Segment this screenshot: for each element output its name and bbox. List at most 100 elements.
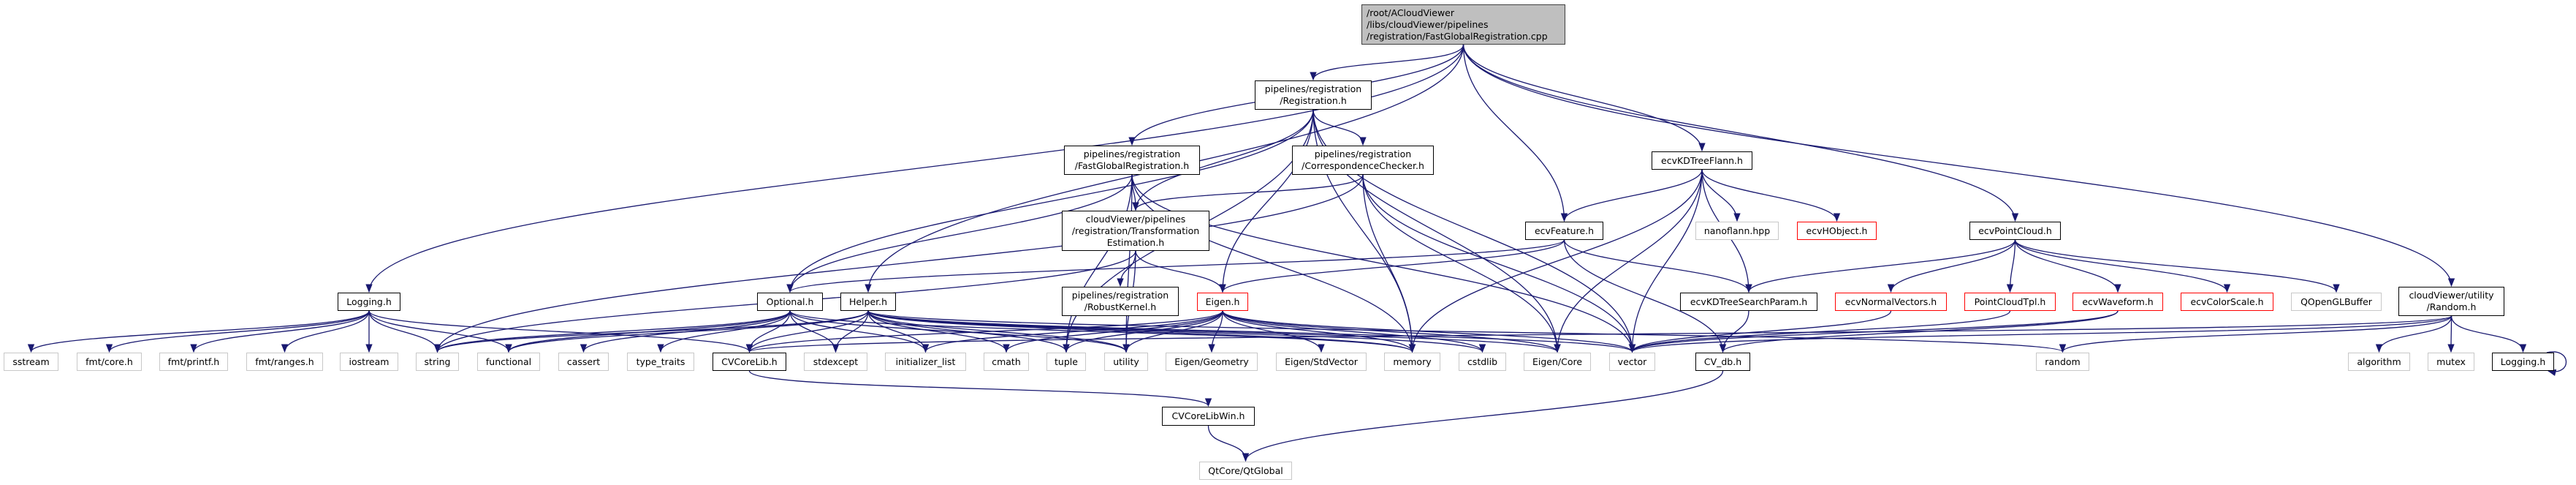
node-fgr[interactable]: pipelines/registration /FastGlobalRegist… <box>1064 146 1200 175</box>
node-cstdlib[interactable]: cstdlib <box>1459 353 1506 371</box>
node-functional[interactable]: functional <box>477 353 540 371</box>
edge-registration-to-cc <box>1312 109 1367 146</box>
edge-optional-to-memory <box>789 310 1416 353</box>
edge-registration-to-te <box>1132 109 1314 211</box>
edge-root-to-logging <box>365 44 1464 293</box>
node-cvcorelib[interactable]: CVCoreLib.h <box>713 353 786 371</box>
edge-logging-to-functional <box>368 310 512 353</box>
edge-optional-to-cassert <box>580 310 791 353</box>
edge-kdflann-to-hobject <box>1701 169 1841 222</box>
node-qtglobal[interactable]: QtCore/QtGlobal <box>1199 462 1292 480</box>
edge-eigen-to-memory <box>1222 310 1416 353</box>
node-registration[interactable]: pipelines/registration /Registration.h <box>1255 80 1372 110</box>
edge-helper-to-eigencore <box>867 310 1561 353</box>
edge-root-to-feature <box>1462 44 1568 222</box>
edge-optional-to-functional <box>505 310 791 353</box>
node-root[interactable]: /root/ACloudViewer /libs/cloudViewer/pip… <box>1361 4 1565 45</box>
edge-kdflann-to-memory <box>1408 169 1703 353</box>
edge-registration-to-optional <box>786 109 1314 293</box>
edge-logging-to-sstream <box>27 310 370 353</box>
edge-fgr-to-memory <box>1131 174 1416 353</box>
node-qoglbuf[interactable]: QOpenGLBuffer <box>2291 293 2382 311</box>
node-kdflann[interactable]: ecvKDTreeFlann.h <box>1652 151 1752 170</box>
node-hobject[interactable]: ecvHObject.h <box>1797 222 1877 240</box>
node-iostream[interactable]: iostream <box>340 353 398 371</box>
node-algorithm[interactable]: algorithm <box>2348 353 2410 371</box>
edge-eigen-to-vector <box>1222 310 1635 353</box>
edge-feature-to-optional <box>786 239 1565 293</box>
node-logging2[interactable]: Logging.h <box>2492 353 2554 371</box>
edge-eigen-to-cstdlib <box>1222 310 1486 353</box>
node-tuple[interactable]: tuple <box>1046 353 1086 371</box>
node-mutex[interactable]: mutex <box>2428 353 2474 371</box>
node-type-traits[interactable]: type_traits <box>627 353 694 371</box>
node-normals[interactable]: ecvNormalVectors.h <box>1835 293 1947 311</box>
node-cc[interactable]: pipelines/registration /CorrespondenceCh… <box>1292 146 1434 175</box>
node-memory[interactable]: memory <box>1384 353 1440 371</box>
node-fmtprintf[interactable]: fmt/printf.h <box>159 353 228 371</box>
node-cvcorelibwin[interactable]: CVCoreLibWin.h <box>1162 407 1255 426</box>
node-sstream[interactable]: sstream <box>4 353 58 371</box>
node-fmtcore[interactable]: fmt/core.h <box>77 353 142 371</box>
edge-eigen-to-eigenstdvec <box>1222 310 1325 353</box>
edge-normals-to-vector <box>1628 310 1892 353</box>
node-random-h[interactable]: cloudViewer/utility /Random.h <box>2398 287 2504 316</box>
node-helper[interactable]: Helper.h <box>840 293 896 311</box>
edge-te-to-eigen <box>1135 250 1226 293</box>
node-colorscale[interactable]: ecvColorScale.h <box>2181 293 2273 311</box>
node-optional[interactable]: Optional.h <box>757 293 823 311</box>
edge-cc-to-memory <box>1362 174 1416 353</box>
edge-feature-to-kdsearch <box>1563 239 1752 293</box>
edge-root-to-pointcloud <box>1462 44 2019 222</box>
edge-cvdb-to-qtglobal <box>1242 370 1724 462</box>
node-eigen[interactable]: Eigen.h <box>1197 293 1248 311</box>
edge-helper-to-memory <box>867 310 1416 353</box>
node-kdsearch[interactable]: ecvKDTreeSearchParam.h <box>1680 293 1817 311</box>
edge-pctpl-to-vector <box>1629 310 2011 353</box>
edge-helper-to-random <box>867 310 2066 353</box>
edge-logging-to-cvcorelib <box>368 310 753 353</box>
edge-helper-to-tuple <box>867 310 1070 353</box>
edge-kdflann-to-eigencore <box>1554 169 1703 353</box>
node-cmath[interactable]: cmath <box>984 353 1029 371</box>
node-vector[interactable]: vector <box>1609 353 1655 371</box>
edge-optional-to-utility <box>789 310 1130 353</box>
edge-logging-to-string <box>368 310 441 353</box>
node-waveform[interactable]: ecvWaveform.h <box>2072 293 2163 311</box>
edge-cc-to-string <box>433 174 1364 353</box>
edge-pointcloud-to-kdsearch <box>1745 239 2016 293</box>
node-eigencore[interactable]: Eigen/Core <box>1524 353 1591 371</box>
edge-logging-to-fmtprintf <box>190 310 370 353</box>
node-pctpl[interactable]: PointCloudTpl.h <box>1964 293 2056 311</box>
edge-helper-to-cstdlib <box>867 310 1486 353</box>
edge-helper-to-cvcorelib <box>745 310 869 353</box>
edge-kdflann-to-nanoflann <box>1701 169 1741 222</box>
node-string[interactable]: string <box>416 353 459 371</box>
node-eigenstdvec[interactable]: Eigen/StdVector <box>1276 353 1367 371</box>
edge-eigen-to-initlist <box>922 310 1223 353</box>
edge-logging-to-fmtranges <box>281 310 370 353</box>
node-nanoflann[interactable]: nanoflann.hpp <box>1695 222 1779 240</box>
edge-optional-to-stdexcept <box>789 310 840 353</box>
edge-helper-to-utility <box>867 310 1130 353</box>
edge-pointcloud-to-colorscale <box>2014 239 2231 293</box>
edge-helper-to-stdexcept <box>832 310 869 353</box>
node-logging[interactable]: Logging.h <box>338 293 400 311</box>
edge-logging-to-fmtcore <box>105 310 370 353</box>
node-te[interactable]: cloudViewer/pipelines /registration/Tran… <box>1062 211 1209 251</box>
edge-logging2-to-logging2 <box>2546 351 2567 377</box>
edge-kdflann-to-feature <box>1560 169 1703 222</box>
node-random[interactable]: random <box>2036 353 2089 371</box>
node-fmtranges[interactable]: fmt/ranges.h <box>246 353 323 371</box>
node-utility[interactable]: utility <box>1104 353 1148 371</box>
node-eigengeom[interactable]: Eigen/Geometry <box>1166 353 1258 371</box>
edge-cc-to-vector <box>1362 174 1636 353</box>
edge-helper-to-cmath <box>867 310 1010 353</box>
node-feature[interactable]: ecvFeature.h <box>1525 222 1603 240</box>
node-stdexcept[interactable]: stdexcept <box>804 353 867 371</box>
node-robust[interactable]: pipelines/registration /RobustKernel.h <box>1062 287 1179 316</box>
node-pointcloud[interactable]: ecvPointCloud.h <box>1969 222 2061 240</box>
node-initlist[interactable]: initializer_list <box>885 353 966 371</box>
node-cvdb[interactable]: CV_db.h <box>1695 353 1750 371</box>
node-cassert[interactable]: cassert <box>558 353 609 371</box>
